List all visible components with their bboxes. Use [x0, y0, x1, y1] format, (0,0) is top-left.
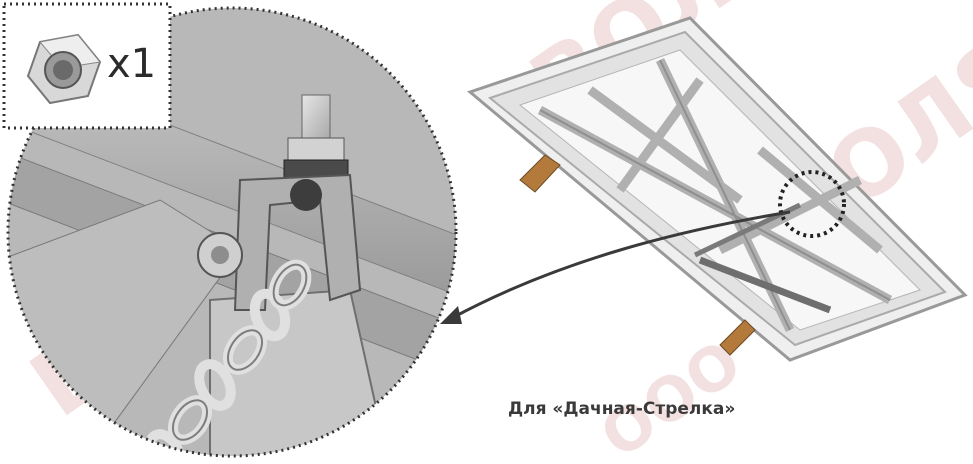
- hex-nut-icon: [26, 33, 102, 105]
- roof-vent-overview: [466, 16, 968, 362]
- quantity-label: x1: [107, 41, 157, 87]
- highlight-circle: [778, 170, 846, 238]
- magnified-detail: [8, 8, 456, 456]
- detail-circle-border: [6, 6, 458, 458]
- part-callout-box: [2, 2, 172, 130]
- connector-arrow: [440, 210, 791, 324]
- caption-text: Для «Дачная-Стрелка»: [508, 399, 736, 419]
